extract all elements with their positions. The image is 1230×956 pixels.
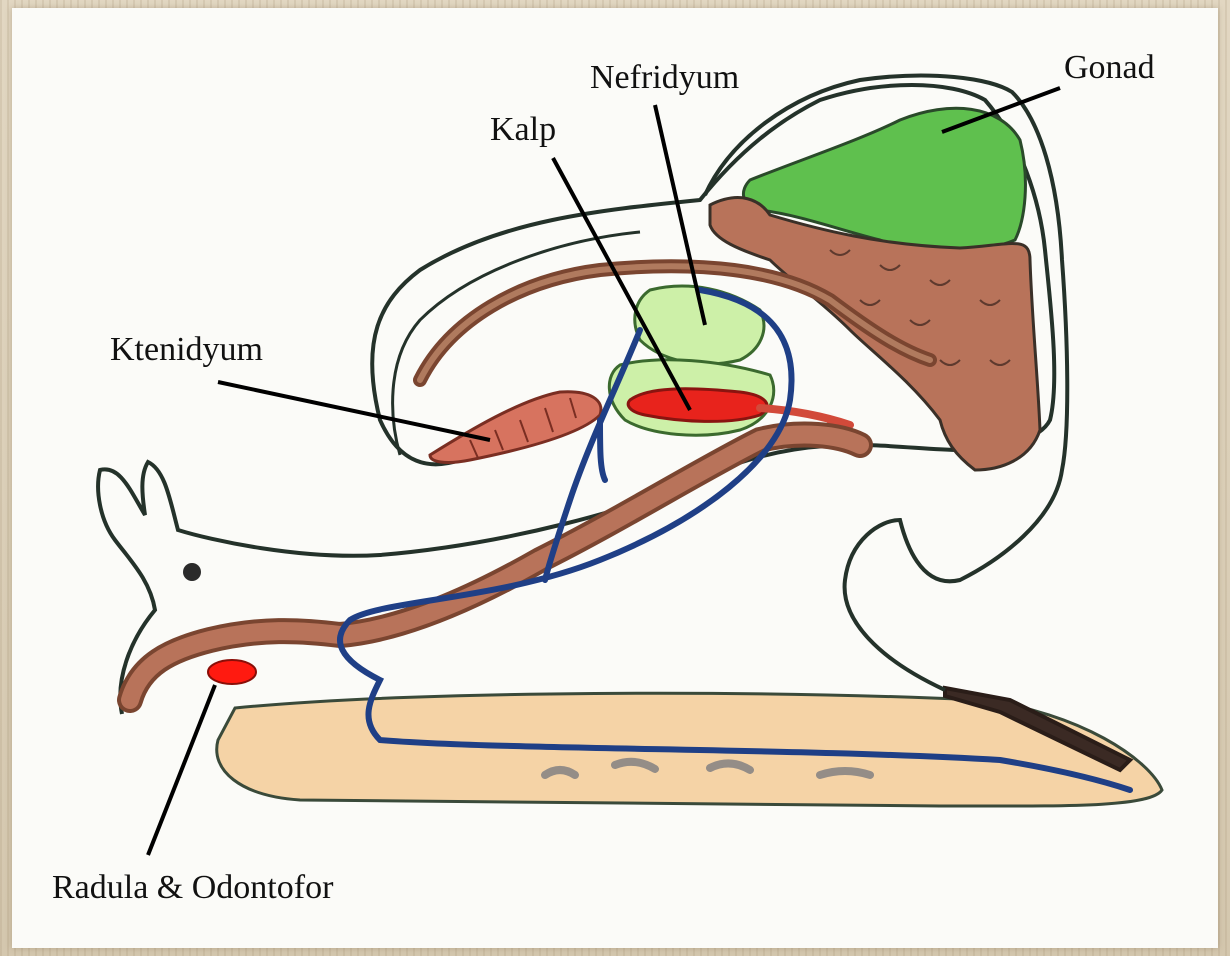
label-gonad: Gonad [1064,49,1155,86]
leader-line-ktenidyum [218,382,490,440]
label-kalp: Kalp [490,111,556,148]
label-ktenidyum: Ktenidyum [110,331,263,368]
eye [183,563,201,581]
label-nefridyum: Nefridyum [590,59,739,96]
label-radula-odontofor: Radula & Odontofor [52,869,334,906]
ctenidium [430,392,601,463]
radula [208,660,256,684]
leader-line-radula [148,685,215,855]
heart [628,389,767,422]
